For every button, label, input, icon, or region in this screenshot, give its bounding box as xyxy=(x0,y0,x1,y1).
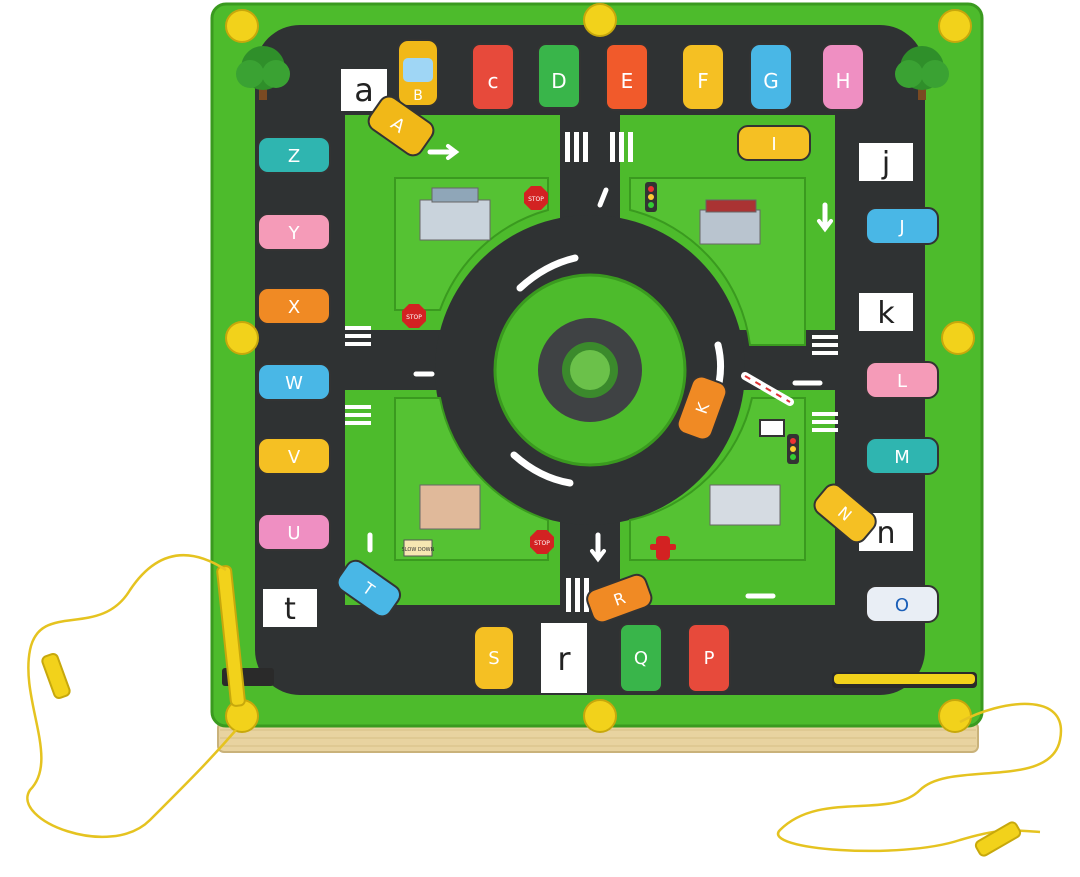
slow-sign-icon: SLOW DOWN xyxy=(402,539,435,557)
building-icon xyxy=(709,484,781,526)
tree-icon xyxy=(236,46,290,100)
crosswalks xyxy=(345,132,838,612)
svg-text:V: V xyxy=(288,447,301,468)
svg-text:M: M xyxy=(894,447,910,468)
svg-text:STOP: STOP xyxy=(406,314,422,321)
tile-letter-a: a xyxy=(354,71,374,109)
svg-text:STOP: STOP xyxy=(534,540,550,547)
svg-text:S: S xyxy=(488,648,499,669)
svg-text:H: H xyxy=(835,69,850,93)
tile-letter-n: n xyxy=(876,516,895,551)
toy-cars: B c D E F G H A I J L M O K xyxy=(257,39,939,693)
tile-letter-t: t xyxy=(284,592,296,627)
svg-text:STOP: STOP xyxy=(528,196,544,203)
svg-text:P: P xyxy=(704,648,715,669)
svg-text:B: B xyxy=(413,88,423,104)
svg-text:O: O xyxy=(895,595,909,616)
svg-text:Z: Z xyxy=(288,146,300,167)
stop-sign-icon: STOP xyxy=(524,186,548,210)
svg-text:U: U xyxy=(287,523,300,544)
railroad-crossing-gate-icon xyxy=(741,372,794,437)
svg-text:G: G xyxy=(763,69,779,93)
svg-text:I: I xyxy=(771,134,776,155)
letter-slots: a j k n r t xyxy=(261,67,915,695)
road-arrows xyxy=(367,144,833,599)
tile-letter-r: r xyxy=(557,640,571,678)
stop-sign-icon: STOP xyxy=(402,304,426,328)
building-icon xyxy=(419,484,481,530)
stop-sign-icon: STOP xyxy=(530,530,554,554)
magnetic-pen-icon[interactable] xyxy=(776,702,1063,858)
tile-letter-j: j xyxy=(881,146,890,181)
building-icon xyxy=(419,187,491,241)
svg-text:X: X xyxy=(288,297,300,318)
fire-hydrant-icon xyxy=(650,536,676,560)
tree-icon xyxy=(895,46,949,100)
traffic-light-icon xyxy=(787,434,799,464)
svg-text:SLOW DOWN: SLOW DOWN xyxy=(402,547,435,553)
yellow-pegs xyxy=(225,3,975,733)
board-base xyxy=(217,721,979,753)
traffic-light-icon xyxy=(645,182,657,212)
svg-text:L: L xyxy=(897,371,907,392)
svg-text:Q: Q xyxy=(634,648,648,669)
tile-letter-k: k xyxy=(877,296,895,331)
svg-text:F: F xyxy=(697,69,709,93)
svg-text:Y: Y xyxy=(288,223,301,244)
svg-text:J: J xyxy=(898,217,904,238)
svg-text:W: W xyxy=(285,373,303,394)
svg-text:E: E xyxy=(621,69,634,93)
building-icon xyxy=(699,199,761,245)
magnetic-pen-icon[interactable] xyxy=(26,553,246,838)
svg-text:D: D xyxy=(551,69,566,93)
svg-text:c: c xyxy=(488,69,499,93)
scenery: STOP STOP STOP SLOW DOWN xyxy=(236,46,949,560)
